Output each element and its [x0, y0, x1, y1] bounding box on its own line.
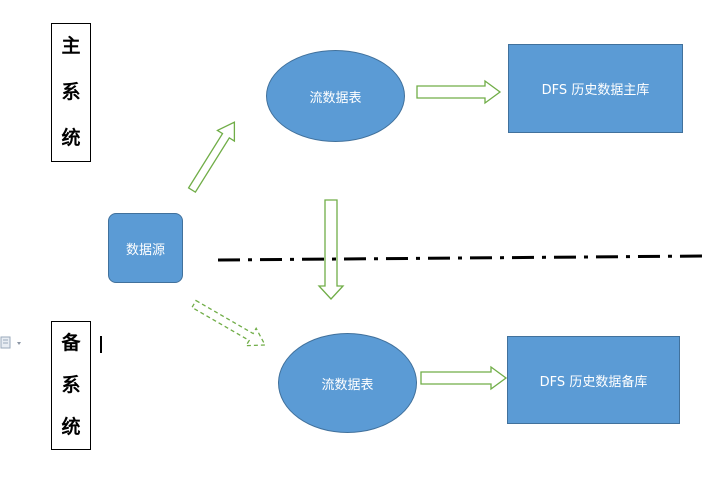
backup-system-char: 系: [61, 373, 81, 396]
document-icon[interactable]: [0, 336, 24, 350]
main-stream-table-label: 流数据表: [309, 90, 362, 106]
dfs-main-label: DFS 历史数据主库: [541, 83, 650, 98]
dfs-backup-node: DFS 历史数据备库: [507, 336, 680, 424]
data-source-node: 数据源: [108, 213, 183, 283]
main-system-label: 主 系 统: [51, 23, 91, 162]
text-cursor: [100, 336, 102, 353]
arrow-main-stream-to-backup-stream: [317, 199, 345, 300]
arrow-source-to-main-stream: [187, 121, 236, 194]
backup-stream-table-label: 流数据表: [321, 377, 374, 393]
arrow-backup-stream-to-dfs-backup: [420, 365, 508, 391]
backup-system-char: 备: [61, 331, 81, 354]
main-system-char: 主: [61, 35, 81, 58]
arrow-source-to-backup-stream: [191, 299, 267, 347]
arrow-main-stream-to-dfs-main: [416, 79, 502, 105]
backup-system-char: 统: [61, 416, 81, 439]
dfs-backup-label: DFS 历史数据备库: [539, 374, 648, 390]
main-system-char: 统: [61, 126, 81, 149]
main-system-char: 系: [61, 80, 81, 103]
backup-stream-table-node: 流数据表: [278, 333, 417, 433]
dfs-main-node: DFS 历史数据主库: [508, 44, 683, 133]
system-divider-line: [217, 254, 707, 262]
main-stream-table-node: 流数据表: [266, 50, 405, 142]
backup-system-label: 备 系 统: [51, 321, 91, 450]
data-source-label: 数据源: [125, 242, 165, 258]
